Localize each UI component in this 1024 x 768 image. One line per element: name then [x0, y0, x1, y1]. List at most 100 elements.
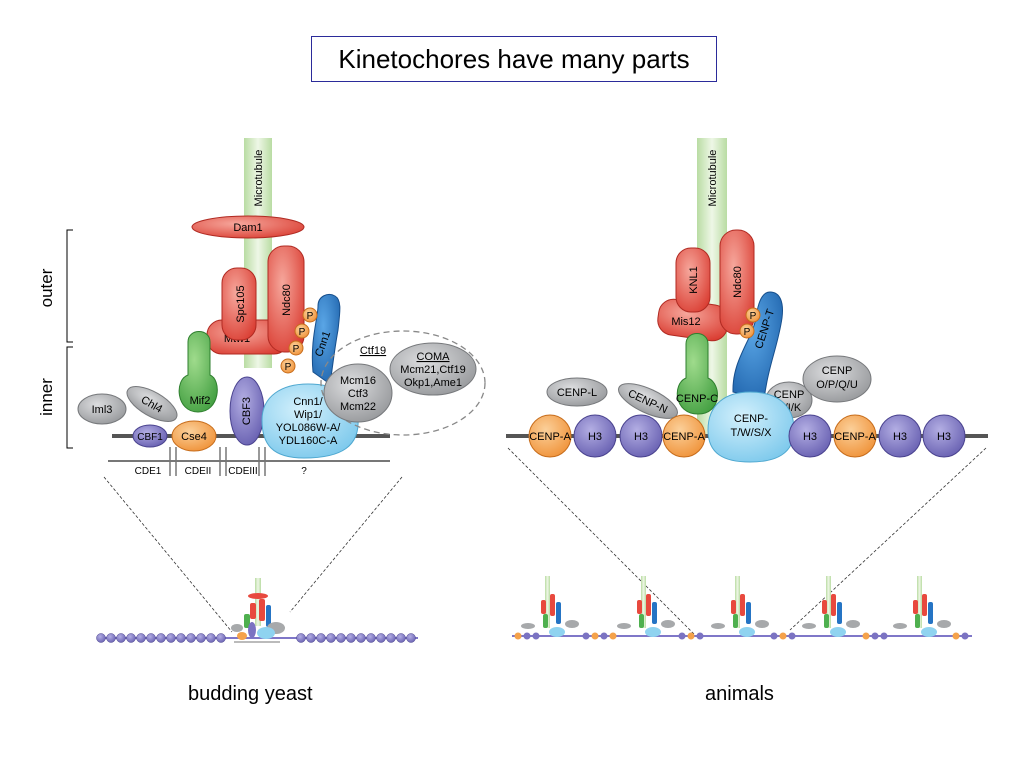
animal-mini-chromosome [512, 576, 972, 640]
yeast-cbf3-label: CBF3 [241, 397, 253, 425]
phospho-icon [294, 323, 310, 339]
h3-label: H3 [634, 431, 648, 443]
yeast-cnn1-line: Cnn1/ [293, 396, 323, 408]
yeast-chl4 [126, 386, 178, 422]
animal-cenp-c-label: CENP-C [676, 393, 718, 405]
mini-kinetochore [893, 576, 951, 637]
h3-nucleosome [922, 414, 966, 458]
phospho-icon [745, 307, 761, 323]
yeast-mini-kinetochore [231, 578, 285, 643]
cenp-a-label: CENP-A [529, 431, 571, 443]
animal-cenp-opqu-line2: O/P/Q/U [816, 379, 858, 391]
yeast-dam1 [191, 215, 305, 239]
animal-ndc80 [719, 229, 755, 335]
caption-animals: animals [705, 683, 774, 705]
yeast-coma-label: COMA [417, 351, 451, 363]
yeast-cde-scale: CDE1 CDEII CDEIII ? [108, 447, 390, 477]
h3-nucleosome [788, 414, 832, 458]
yeast-zoom-line-left [103, 476, 233, 633]
animal-cenp-n [618, 383, 678, 419]
inner-bracket [66, 346, 73, 449]
phospho-icon [280, 358, 296, 374]
animal-microtubule-label: Microtubule [707, 150, 719, 207]
mini-kinetochore [711, 576, 769, 637]
animal-knl1-label: KNL1 [688, 266, 700, 294]
cenp-a-nucleosome [528, 414, 572, 458]
yeast-kinetochore: outer inner Microtubule Dam1 Mtw1 Spc105… [37, 138, 486, 643]
yeast-coma-complex [389, 342, 477, 396]
phospho-label: P [293, 344, 300, 355]
yeast-microtubule-label: Microtubule [253, 150, 265, 207]
yeast-okp1-line: Okp1,Ame1 [404, 377, 462, 389]
yeast-mcm16-complex [323, 363, 393, 423]
yeast-ctf3-line: Ctf3 [348, 388, 368, 400]
yeast-mini-chromosome [96, 578, 418, 643]
yeast-mif2 [178, 331, 218, 413]
h3-label: H3 [588, 431, 602, 443]
caption-budding-yeast: budding yeast [188, 683, 313, 705]
mini-kinetochore [521, 576, 579, 637]
yeast-ydl-line: YDL160C-A [279, 435, 338, 447]
yeast-spc105 [221, 267, 257, 341]
yeast-mif2-label: Mif2 [190, 395, 211, 407]
mini-kinetochore [617, 576, 675, 637]
animal-cenp-c [676, 333, 718, 415]
phospho-label: P [299, 327, 306, 338]
animal-kinetochore: Microtubule Mis12 KNL1 Ndc80 CENP-T P P … [506, 138, 988, 640]
animal-mis12-label: Mis12 [671, 316, 700, 328]
cenp-a-nucleosome [833, 414, 877, 458]
mini-kinetochore [802, 576, 860, 637]
cde3-label: CDEIII [228, 466, 257, 477]
h3-label: H3 [893, 431, 907, 443]
cenp-a-label: CENP-A [663, 431, 705, 443]
animal-cenp-l-label: CENP-L [557, 387, 597, 399]
animal-cenp-hik-line1: CENP [774, 389, 805, 401]
slide-title: Kinetochores have many parts [311, 36, 717, 82]
mini-nucleosome-beads [514, 632, 969, 640]
animal-cenp-opqu-line1: CENP [822, 365, 853, 377]
yeast-spc105-label: Spc105 [235, 285, 247, 322]
animal-knl1 [675, 247, 711, 313]
yeast-mcm16-line: Mcm16 [340, 375, 376, 387]
phospho-icon [739, 323, 755, 339]
animal-zoom-line-right [789, 447, 987, 631]
phospho-label: P [285, 362, 292, 373]
outer-bracket [66, 229, 73, 343]
yeast-zoom-line-right [289, 476, 403, 613]
yeast-ndc80 [267, 245, 305, 353]
yeast-cse4-label: Cse4 [181, 431, 207, 443]
yeast-ndc80-label: Ndc80 [281, 284, 293, 316]
yeast-wip1-line: Wip1/ [294, 409, 323, 421]
yeast-mcm22-line: Mcm22 [340, 401, 376, 413]
phospho-label: P [750, 311, 757, 322]
slide-title-text: Kinetochores have many parts [338, 43, 690, 74]
cde1-label: CDE1 [135, 466, 162, 477]
h3-label: H3 [937, 431, 951, 443]
outer-label: outer [37, 268, 56, 307]
animal-cenp-twsx-line2: T/W/S/X [731, 427, 773, 439]
animal-ndc80-label: Ndc80 [732, 266, 744, 298]
h3-nucleosome [573, 414, 617, 458]
yeast-cbf1 [132, 424, 168, 448]
phospho-icon [302, 307, 318, 323]
yeast-dam1-label: Dam1 [233, 222, 262, 234]
cde2-label: CDEII [185, 466, 212, 477]
animal-cenp-opqu [802, 355, 872, 403]
h3-nucleosome [878, 414, 922, 458]
phospho-icon [288, 340, 304, 356]
animal-cenp-t [732, 291, 783, 401]
h3-label: H3 [803, 431, 817, 443]
cenp-a-nucleosome [662, 414, 706, 458]
yeast-cbf1-label: CBF1 [137, 432, 163, 443]
yeast-mcm21-line: Mcm21,Ctf19 [400, 364, 465, 376]
yeast-iml3 [77, 393, 127, 425]
phospho-label: P [744, 327, 751, 338]
animal-cenp-twsx-line1: CENP- [734, 413, 769, 425]
yeast-iml3-label: Iml3 [92, 404, 113, 416]
yeast-yol-line: YOL086W-A/ [276, 422, 342, 434]
animal-cenp-l [546, 377, 608, 407]
h3-nucleosome [619, 414, 663, 458]
yeast-cnn1 [311, 293, 341, 385]
yeast-ctf19-group [320, 330, 486, 436]
